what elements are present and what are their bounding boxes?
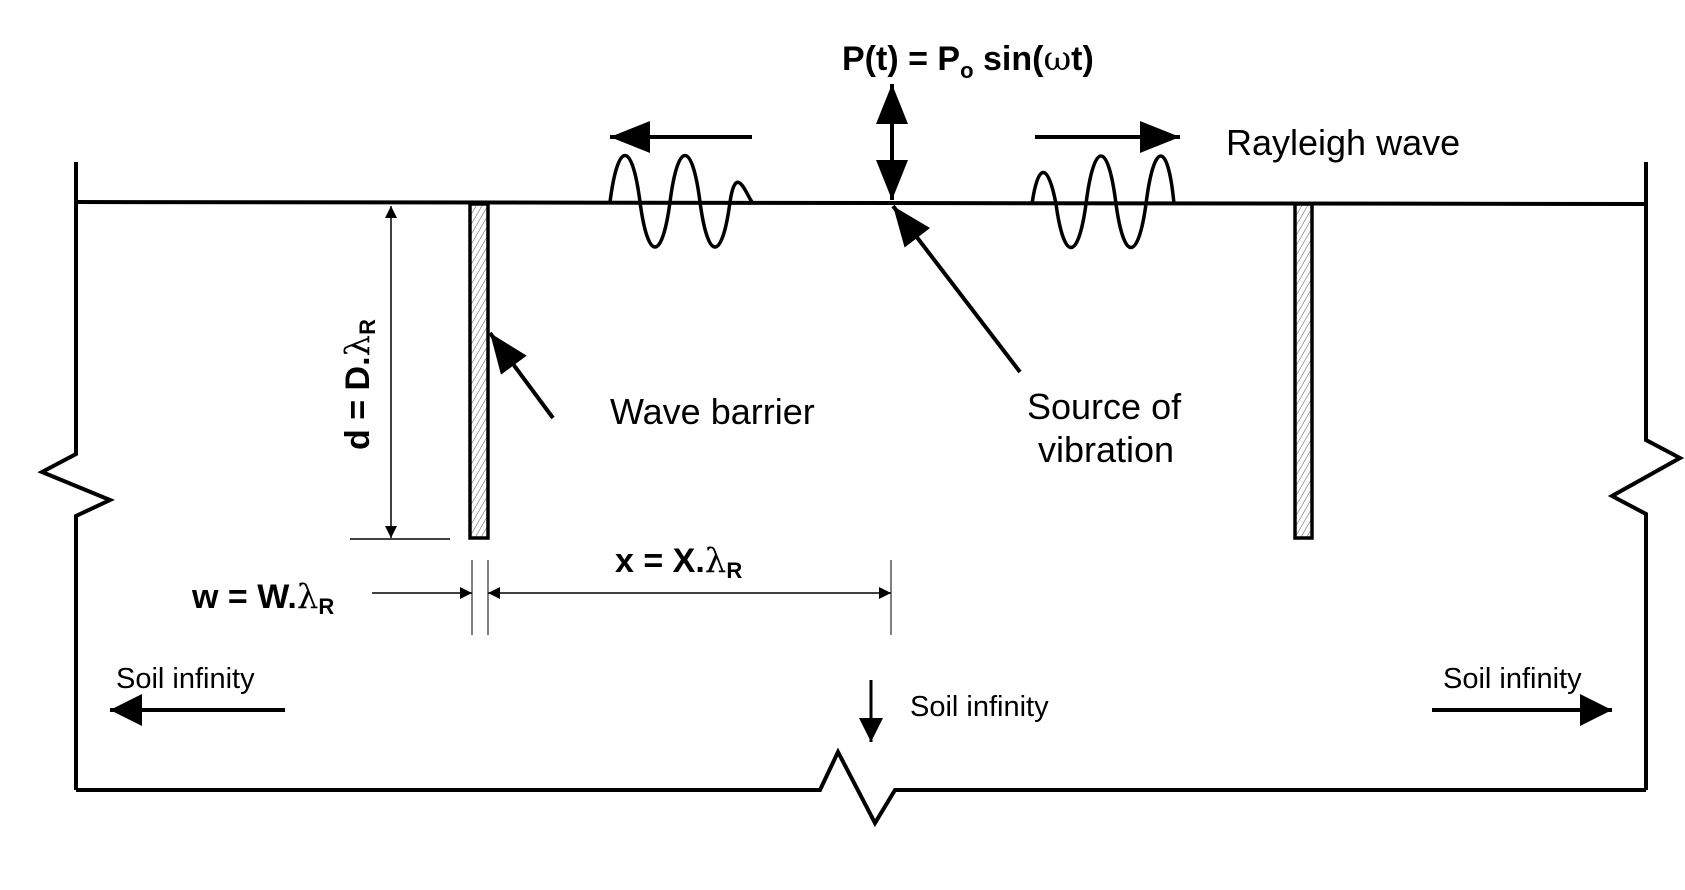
left-wave-barrier	[468, 202, 490, 540]
bottom-boundary-with-break	[76, 747, 1646, 828]
source-pointer-arrow	[891, 204, 1022, 374]
right-boundary-with-break	[1607, 162, 1685, 790]
soil-domain-boundary	[37, 162, 1685, 828]
right-wave-barrier	[1293, 202, 1314, 540]
right-rayleigh-wave	[1030, 154, 1176, 250]
source-label-line2: vibration	[1038, 429, 1174, 470]
soil-infinity-right-label: Soil infinity	[1443, 663, 1582, 695]
distance-label: x = X.λR	[615, 541, 742, 583]
barrier-pointer-arrow	[488, 331, 555, 420]
rayleigh-wave-label: Rayleigh wave	[1226, 122, 1460, 163]
width-label: w = W.λR	[191, 577, 334, 619]
soil-infinity-left-label: Soil infinity	[116, 663, 255, 695]
load-equation-label: P(t) = Po sin(ωt)	[842, 39, 1094, 83]
depth-label: d = D.λR	[338, 319, 380, 450]
source-label-line1: Source of	[1027, 386, 1182, 427]
ground-surface-line	[74, 200, 1647, 206]
wave-barrier-label: Wave barrier	[610, 391, 815, 432]
soil-infinity-bottom-label: Soil infinity	[910, 691, 1049, 723]
left-rayleigh-wave	[608, 153, 754, 249]
left-boundary-with-break	[37, 162, 115, 790]
